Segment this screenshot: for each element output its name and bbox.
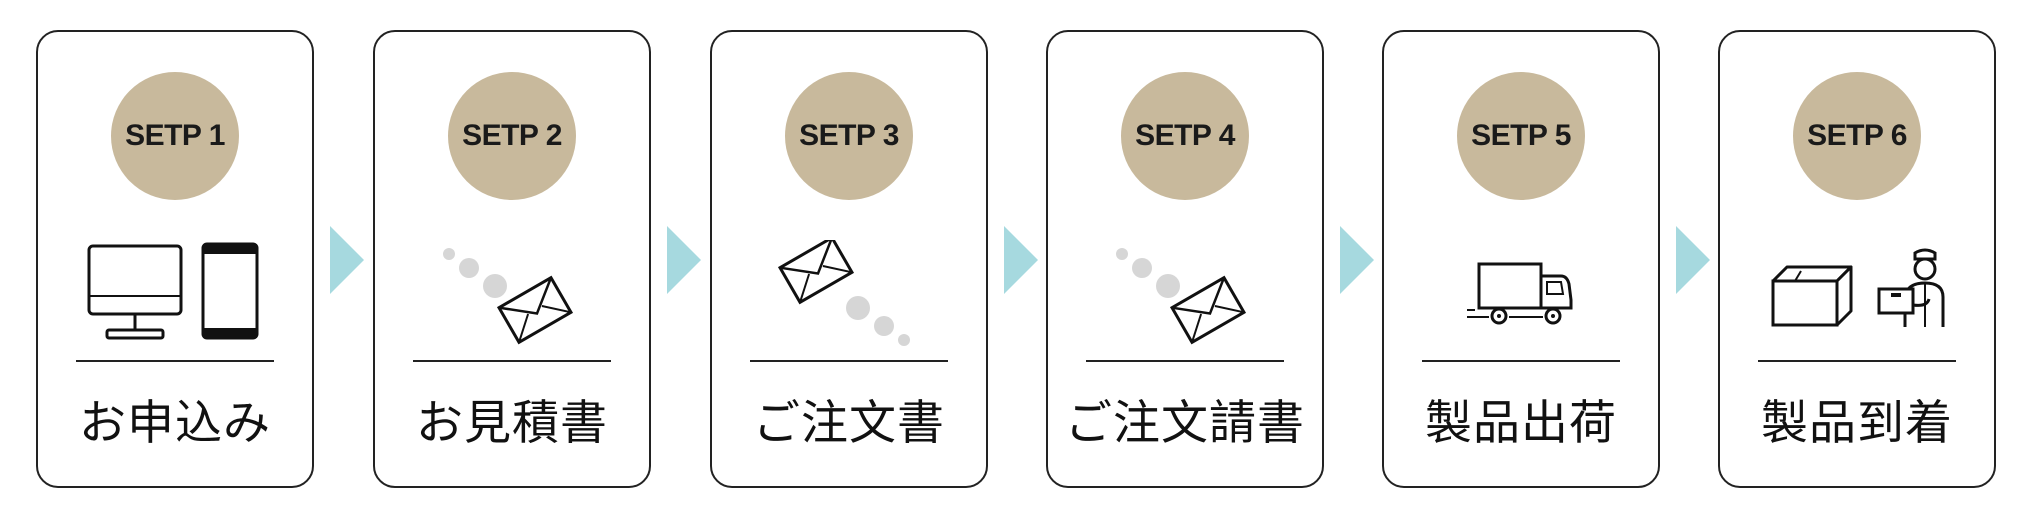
- arrow-right-icon: [330, 226, 364, 294]
- divider: [1758, 360, 1956, 362]
- step-badge: SETP 4: [1121, 72, 1249, 200]
- divider: [1422, 360, 1620, 362]
- package-delivery-icon: [1720, 220, 1994, 370]
- divider: [1086, 360, 1284, 362]
- divider: [413, 360, 611, 362]
- step-card-3: SETP 3 ご注文書: [710, 30, 988, 488]
- incoming-envelope-icon: [1048, 220, 1322, 370]
- arrow-right-icon: [1340, 226, 1374, 294]
- step-label: ご注文請書: [1065, 396, 1305, 451]
- step-badge: SETP 6: [1793, 72, 1921, 200]
- arrow-right-icon: [667, 226, 701, 294]
- divider: [76, 360, 274, 362]
- step-card-6: SETP 6 製品到着: [1718, 30, 1996, 488]
- step-label: お見積書: [416, 396, 608, 451]
- step-label: ご注文書: [753, 396, 945, 451]
- step-label: 製品出荷: [1425, 396, 1617, 451]
- arrow-right-icon: [1676, 226, 1710, 294]
- step-badge: SETP 3: [785, 72, 913, 200]
- step-card-4: SETP 4 ご注文請書: [1046, 30, 1324, 488]
- divider: [750, 360, 948, 362]
- delivery-truck-icon: [1384, 220, 1658, 370]
- step-label: お申込み: [79, 396, 271, 451]
- step-badge: SETP 1: [111, 72, 239, 200]
- step-badge: SETP 5: [1457, 72, 1585, 200]
- step-label: 製品到着: [1761, 396, 1953, 451]
- computer-and-tablet-icon: [38, 220, 312, 370]
- arrow-right-icon: [1004, 226, 1038, 294]
- step-badge: SETP 2: [448, 72, 576, 200]
- step-card-5: SETP 5 製品出荷: [1382, 30, 1660, 488]
- outgoing-envelope-icon: [712, 220, 986, 370]
- incoming-envelope-icon: [375, 220, 649, 370]
- step-card-2: SETP 2 お見積書: [373, 30, 651, 488]
- step-card-1: SETP 1 お申込み: [36, 30, 314, 488]
